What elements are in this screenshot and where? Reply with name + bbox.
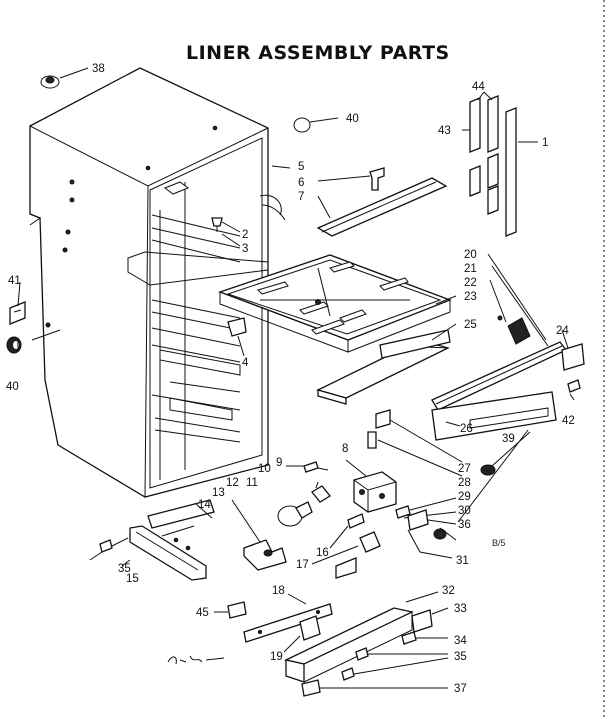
label-22: 22 (464, 277, 477, 289)
part-20-21-fasteners (487, 253, 549, 347)
label-19: 19 (270, 651, 283, 663)
part-41-bracket (9, 301, 26, 325)
label-6: 6 (298, 177, 304, 189)
part-35-screw-left (99, 537, 131, 567)
label-8: 8 (342, 443, 348, 455)
part-42-screw (567, 379, 581, 393)
label-44: 44 (472, 81, 485, 93)
part-19-bracket (283, 615, 321, 653)
label-29: 29 (458, 491, 471, 503)
part-8-switch (345, 459, 397, 513)
part-17-holder (311, 531, 381, 579)
label-35-left: 35 (118, 563, 131, 575)
part-13-bracket (231, 499, 287, 571)
label-40-left: 40 (6, 381, 19, 393)
part-11-socket (311, 481, 331, 503)
label-31: 31 (456, 555, 469, 567)
handwritten-mark (167, 655, 225, 665)
label-12: 12 (226, 477, 239, 489)
cabinet-liner (29, 67, 286, 498)
label-20: 20 (464, 249, 477, 261)
label-10: 10 (258, 463, 271, 475)
part-29-30-screws (395, 497, 457, 519)
label-34: 34 (454, 635, 467, 647)
part-39-grommet (480, 431, 531, 476)
label-38: 38 (92, 63, 105, 75)
label-21: 21 (464, 263, 477, 275)
part-32-rail (284, 591, 439, 683)
part-37-clip (301, 679, 448, 697)
diagram-title: LINER ASSEMBLY PARTS (186, 42, 450, 64)
part-34-screw (401, 631, 448, 645)
part-16-screw (329, 513, 365, 549)
label-41: 41 (8, 275, 21, 287)
label-9: 9 (276, 457, 282, 469)
label-23: 23 (464, 291, 477, 303)
label-15: 15 (126, 573, 139, 585)
label-30: 30 (458, 505, 471, 517)
diagram-code: B/5 (492, 538, 506, 548)
part-36-plate (407, 509, 457, 531)
label-16: 16 (316, 547, 329, 559)
label-26: 26 (460, 423, 473, 435)
label-35-right: 35 (454, 651, 467, 663)
label-18: 18 (272, 585, 285, 597)
part-40-knob-top (293, 117, 339, 133)
part-22-shield (507, 317, 531, 345)
label-39: 39 (502, 433, 515, 445)
part-14-bracket (147, 499, 215, 529)
part-35-screws-right (341, 647, 449, 681)
label-28: 28 (458, 477, 471, 489)
label-33: 33 (454, 603, 467, 615)
label-5: 5 (298, 161, 304, 173)
label-13: 13 (212, 487, 225, 499)
part-40-knob-left (6, 336, 22, 354)
label-17: 17 (296, 559, 309, 571)
label-27: 27 (458, 463, 471, 475)
label-37: 37 (454, 683, 467, 695)
part-25-rails (316, 329, 451, 405)
part-4-bracket (227, 317, 247, 357)
part-26-light-housing (431, 341, 567, 441)
label-14: 14 (198, 499, 211, 511)
label-40-top: 40 (346, 113, 359, 125)
label-32: 32 (442, 585, 455, 597)
label-3: 3 (242, 243, 248, 255)
part-12-bulb (277, 501, 313, 527)
part-45-clip (214, 601, 247, 619)
part-6-clip (369, 167, 385, 191)
part-27-connector (367, 409, 463, 477)
part-24-bracket (561, 329, 585, 371)
label-4: 4 (242, 357, 249, 369)
part-31-screw (407, 528, 453, 559)
label-25: 25 (464, 319, 477, 331)
part-38-cap (40, 67, 89, 89)
label-45: 45 (196, 607, 209, 619)
part-18-strip (243, 593, 333, 643)
callout-labels: 38 40 5 6 7 2 3 44 43 1 41 40 4 20 21 22… (6, 63, 575, 695)
label-1: 1 (542, 137, 548, 149)
part-7-rail (316, 177, 448, 237)
part-23-shelf (218, 254, 452, 353)
part-43-44-strips (462, 91, 499, 215)
label-36: 36 (458, 519, 471, 531)
part-1-strip (505, 107, 538, 237)
label-2: 2 (242, 229, 248, 241)
label-43: 43 (438, 125, 451, 137)
part-2-3-screws (211, 217, 241, 247)
part-15-rail (129, 525, 207, 581)
part-9-10-screws (286, 461, 329, 473)
label-42: 42 (562, 415, 575, 427)
leader-lines (17, 165, 575, 561)
label-11: 11 (246, 477, 258, 489)
part-33-bracket (411, 607, 449, 633)
label-7: 7 (298, 191, 304, 203)
label-24: 24 (556, 325, 569, 337)
